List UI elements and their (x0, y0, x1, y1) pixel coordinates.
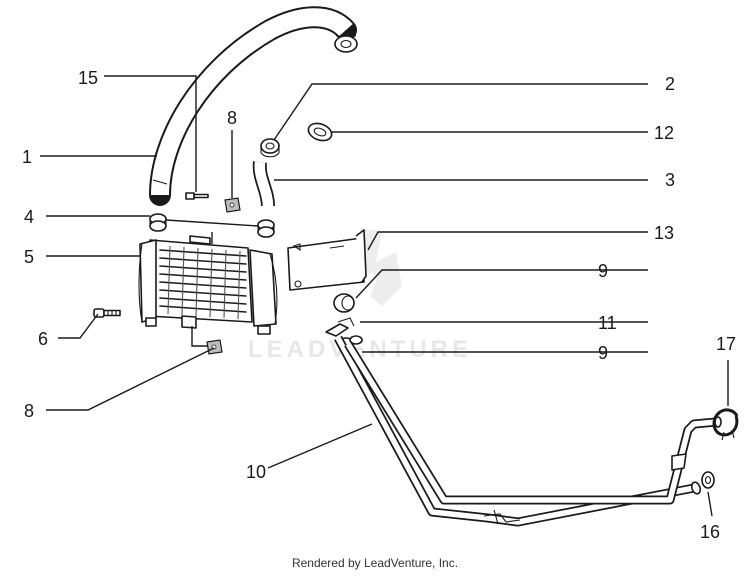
callout-11: 11 (598, 313, 617, 333)
washer-16 (701, 471, 715, 489)
square-nut-lower (206, 339, 223, 355)
grommet-left (149, 213, 167, 232)
callout-4: 4 (24, 207, 34, 227)
clamp-2 (260, 138, 280, 158)
bracket-13 (287, 229, 367, 291)
screw-6 (93, 308, 121, 318)
square-nut-upper (224, 197, 241, 213)
leader-lines (40, 75, 729, 517)
footer-credit: Rendered by LeadVenture, Inc. (291, 556, 459, 570)
callout-9-lower: 9 (598, 343, 608, 363)
callout-2: 2 (665, 74, 675, 94)
washer-12 (307, 122, 333, 142)
upper-hose (149, 6, 358, 206)
callout-12: 12 (654, 123, 674, 143)
callout-10: 10 (246, 462, 266, 482)
radiator-fins (159, 245, 247, 320)
callout-17: 17 (716, 334, 736, 354)
callout-5: 5 (24, 247, 34, 267)
callout-6: 6 (38, 329, 48, 349)
callout-1: 1 (22, 147, 32, 167)
grommet-right (257, 219, 275, 238)
clip-11 (325, 317, 355, 337)
callout-labels: 15 1 8 2 12 3 4 5 13 9 6 11 9 8 10 17 16 (22, 68, 736, 542)
callout-16: 16 (700, 522, 720, 542)
bolt-15 (185, 192, 209, 200)
callout-8-upper: 8 (227, 108, 237, 128)
radiator (138, 235, 278, 335)
hose-fitting (334, 35, 358, 53)
coolant-pipes (334, 335, 722, 527)
callout-3: 3 (665, 170, 675, 190)
elbow-hose-3 (252, 161, 275, 207)
callout-9-upper: 9 (598, 261, 608, 281)
spring-clamp-17 (712, 408, 739, 441)
callout-8-lower: 8 (24, 401, 34, 421)
clamp-9-upper (333, 293, 355, 313)
callout-13: 13 (654, 223, 674, 243)
callout-15: 15 (78, 68, 98, 88)
